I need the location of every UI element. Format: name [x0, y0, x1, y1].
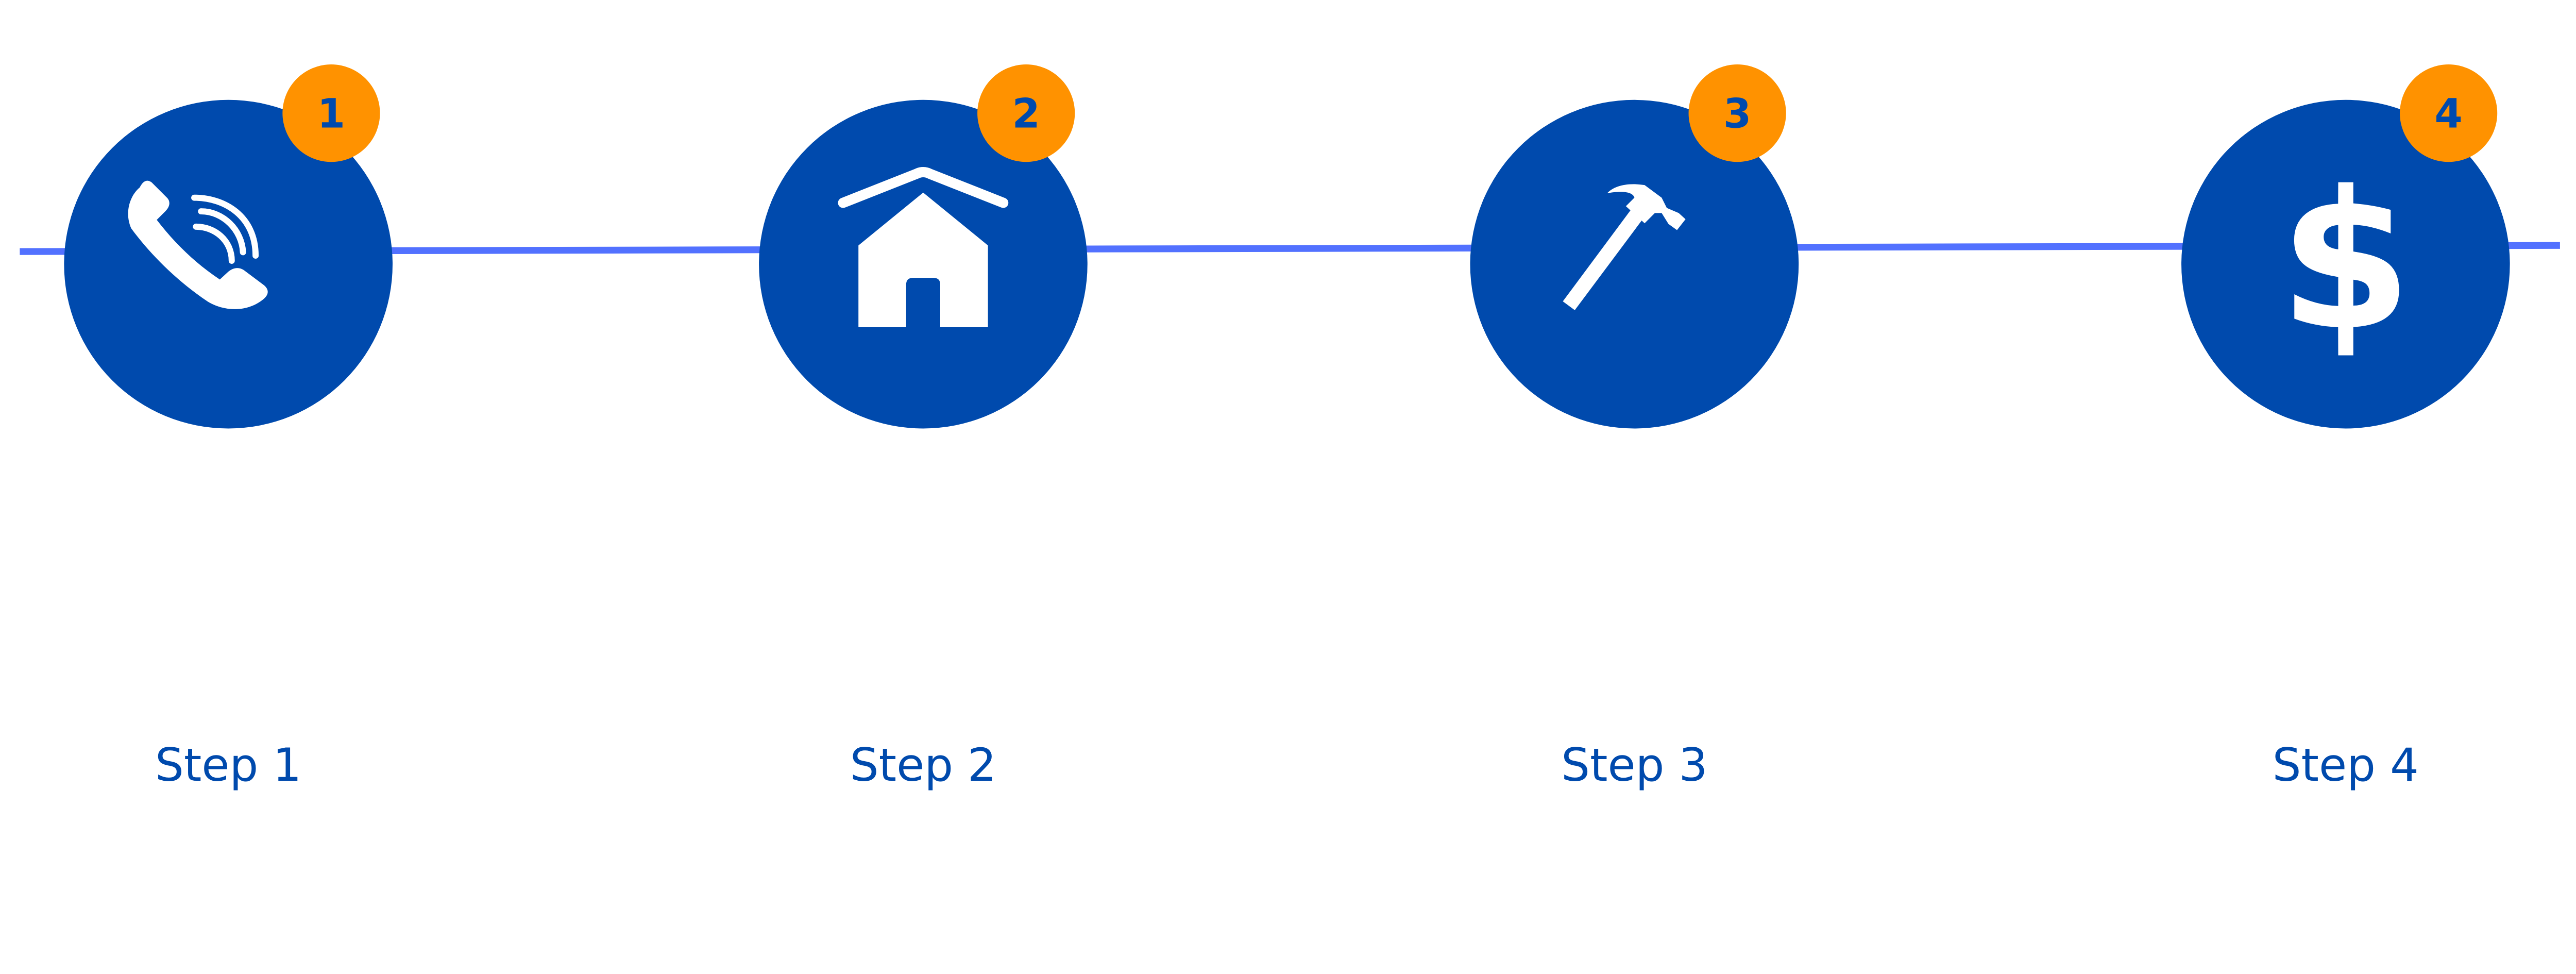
- step-badge: [2400, 64, 2498, 162]
- step-number: 3: [1723, 91, 1751, 137]
- step-2: 2: [759, 64, 1088, 429]
- hammer-icon: [1563, 184, 1686, 310]
- step-circle: [2181, 99, 2510, 429]
- step-badge: [282, 64, 380, 162]
- step-3: 3: [1470, 64, 1799, 429]
- step-label: Step 1: [155, 738, 302, 792]
- phone-icon: [128, 180, 268, 309]
- step-badge: [1688, 64, 1786, 162]
- step-number: 2: [1012, 91, 1040, 137]
- house-icon: [838, 167, 1009, 328]
- connector-line: [20, 242, 2560, 255]
- step-label: Step 4: [2272, 738, 2419, 792]
- step-label: Step 2: [850, 738, 997, 792]
- step-circle: [1470, 99, 1799, 429]
- step-badge: [977, 64, 1075, 162]
- dollar-icon: $: [2279, 150, 2412, 373]
- step-4: $ 4: [2181, 64, 2510, 429]
- step-1: 1: [64, 64, 393, 429]
- step-label: Step 3: [1561, 738, 1708, 792]
- step-number: 1: [317, 91, 345, 137]
- step-number: 4: [2434, 91, 2462, 137]
